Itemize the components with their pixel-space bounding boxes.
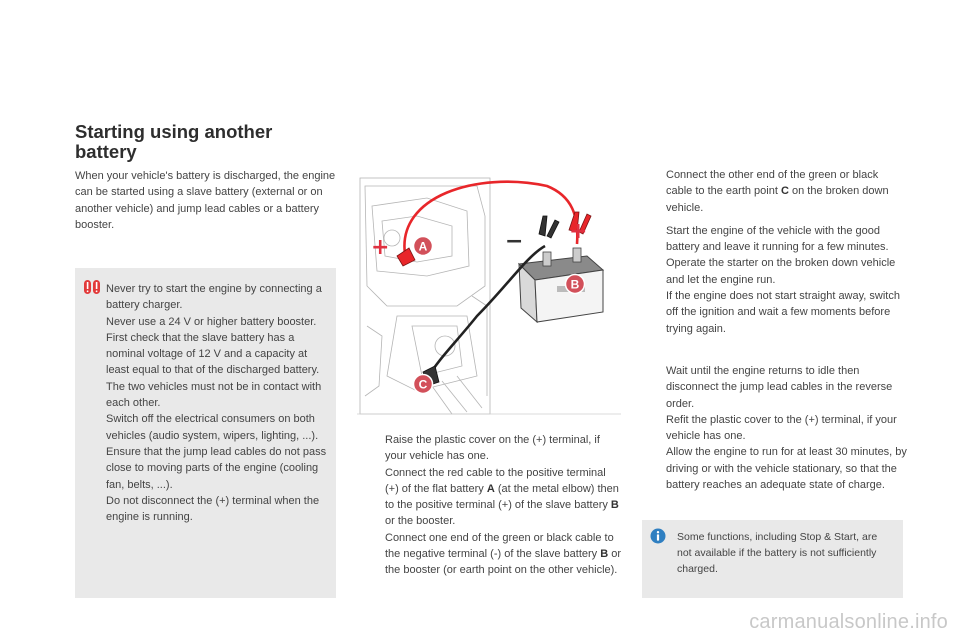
step-item: Operate the starter on the broken down v…	[666, 257, 900, 335]
warning-line: First check that the slave battery has a…	[106, 331, 320, 377]
step-item: Wait until the engine returns to idle th…	[666, 365, 893, 410]
warning-box: Never try to start the engine by connect…	[75, 268, 336, 598]
warning-line: Ensure that the jump lead cables do not …	[106, 445, 327, 491]
label-b: B	[564, 273, 586, 295]
step-item: Connect the other end of the green or bl…	[666, 169, 889, 214]
info-text: Some functions, including Stop & Start, …	[677, 531, 878, 575]
step-item: Connect the red cable to the positive te…	[385, 466, 619, 528]
title-line-1: Starting using another	[75, 121, 273, 142]
steps-list-middle: Raise the plastic cover on the (+) termi…	[364, 432, 622, 579]
watermark: carmanualsonline.info	[749, 611, 948, 633]
warning-line: Never try to start the engine by connect…	[106, 283, 322, 312]
step-item: Raise the plastic cover on the (+) termi…	[385, 434, 600, 463]
warning-line: Switch off the electrical consumers on b…	[106, 413, 319, 442]
label-a: A	[412, 235, 434, 257]
step-item: Connect one end of the green or black ca…	[385, 531, 622, 577]
info-icon	[650, 528, 666, 549]
step-item: Start the engine of the vehicle with the…	[666, 224, 889, 254]
svg-text:C: C	[419, 378, 428, 392]
warning-text: Never try to start the engine by connect…	[106, 281, 328, 525]
minus-sign-slave: −	[505, 229, 523, 254]
svg-text:B: B	[571, 278, 580, 292]
jump-start-illustration: + + − A B C	[357, 176, 621, 424]
step-item: Allow the engine to run for at least 30 …	[666, 446, 907, 492]
exclamation-icon	[83, 279, 101, 300]
page-title: Starting using another battery	[75, 122, 335, 162]
warning-line: The two vehicles must not be in contact …	[106, 380, 322, 410]
steps-list-right-top: Connect the other end of the green or bl…	[645, 167, 907, 337]
warning-line: Do not disconnect the (+) terminal when …	[106, 494, 320, 524]
plus-sign-flat: +	[371, 235, 389, 260]
intro-paragraph: When your vehicle's battery is discharge…	[75, 170, 336, 231]
info-box: Some functions, including Stop & Start, …	[642, 520, 903, 598]
warning-line: Never use a 24 V or higher battery boost…	[106, 315, 317, 328]
plus-sign-slave: +	[569, 219, 587, 244]
title-line-2: battery	[75, 141, 137, 162]
label-c: C	[412, 373, 434, 395]
steps-list-right-bottom: Wait until the engine returns to idle th…	[645, 363, 907, 493]
svg-text:A: A	[419, 240, 428, 254]
step-item: Refit the plastic cover to the (+) termi…	[666, 413, 897, 443]
